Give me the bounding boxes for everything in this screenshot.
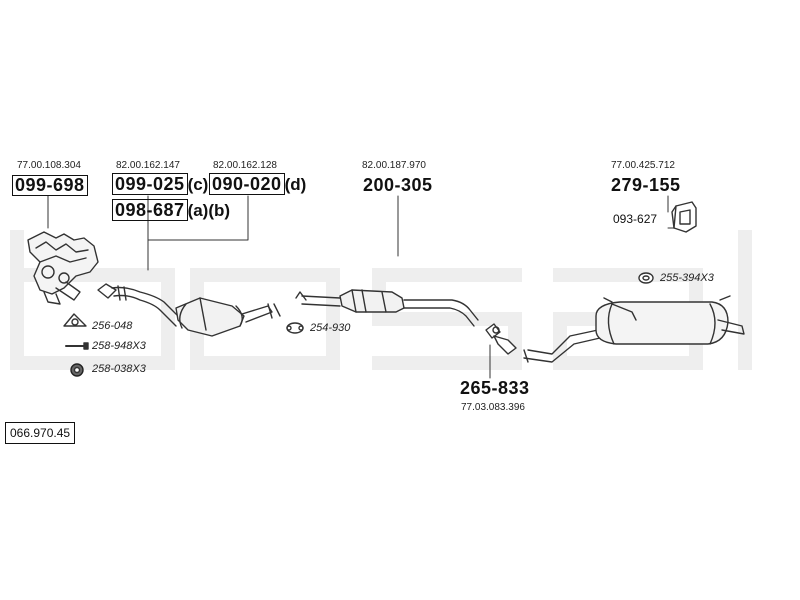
small-part-label[interactable]: 255-394X3 xyxy=(660,272,714,284)
part-number-group: 098-687(a)(b) xyxy=(112,199,231,221)
oe-number-label: 77.03.083.396 xyxy=(461,402,525,413)
small-part-bolt xyxy=(65,342,89,350)
oe-number-label: 77.00.108.304 xyxy=(17,160,81,171)
catalytic-converter-part xyxy=(175,297,281,337)
oe-number-label: 82.00.187.970 xyxy=(362,160,426,171)
part-number-label[interactable]: 098-687 xyxy=(112,199,188,221)
part-number-label[interactable]: 099-025 xyxy=(112,173,188,195)
part-variant-suffix: (d) xyxy=(284,175,307,194)
small-part-label[interactable]: 254-930 xyxy=(310,322,351,334)
part-variant-suffix: (a)(b) xyxy=(187,201,231,220)
part-number-label[interactable]: 099-698 xyxy=(12,175,88,196)
part-number-label[interactable]: 200-305 xyxy=(363,175,433,195)
small-part-flange-gasket xyxy=(286,322,304,334)
rear-muffler-part xyxy=(523,295,745,363)
leader-lines xyxy=(47,195,679,379)
part-number-group: 099-025(c) xyxy=(112,173,209,195)
catalog-number-box: 066.970.45 xyxy=(5,422,76,444)
small-part-nut xyxy=(70,363,84,377)
part-number-group: 090-020(d) xyxy=(209,173,307,195)
clamp-part xyxy=(485,323,517,355)
oe-number-label: 82.00.162.147 xyxy=(116,160,180,171)
small-part-label[interactable]: 256-048 xyxy=(92,320,133,332)
oe-number-label: 82.00.162.128 xyxy=(213,160,277,171)
small-part-label[interactable]: 258-948X3 xyxy=(92,340,146,352)
part-number-label[interactable]: 279-155 xyxy=(611,175,681,195)
middle-pipe-part xyxy=(295,289,479,327)
rubber-mount-part xyxy=(671,201,697,233)
part-number-label[interactable]: 090-020 xyxy=(209,173,285,195)
front-pipe-part xyxy=(97,283,181,327)
part-variant-suffix: (c) xyxy=(187,175,209,194)
part-number-label[interactable]: 265-833 xyxy=(460,378,530,398)
small-part-triangle-gasket xyxy=(63,313,87,327)
exhaust-manifold-part xyxy=(27,231,99,305)
small-part-rubber-ring xyxy=(638,272,654,284)
small-part-label[interactable]: 258-038X3 xyxy=(92,363,146,375)
oe-number-label: 77.00.425.712 xyxy=(611,160,675,171)
part-number-label[interactable]: 093-627 xyxy=(613,212,658,226)
